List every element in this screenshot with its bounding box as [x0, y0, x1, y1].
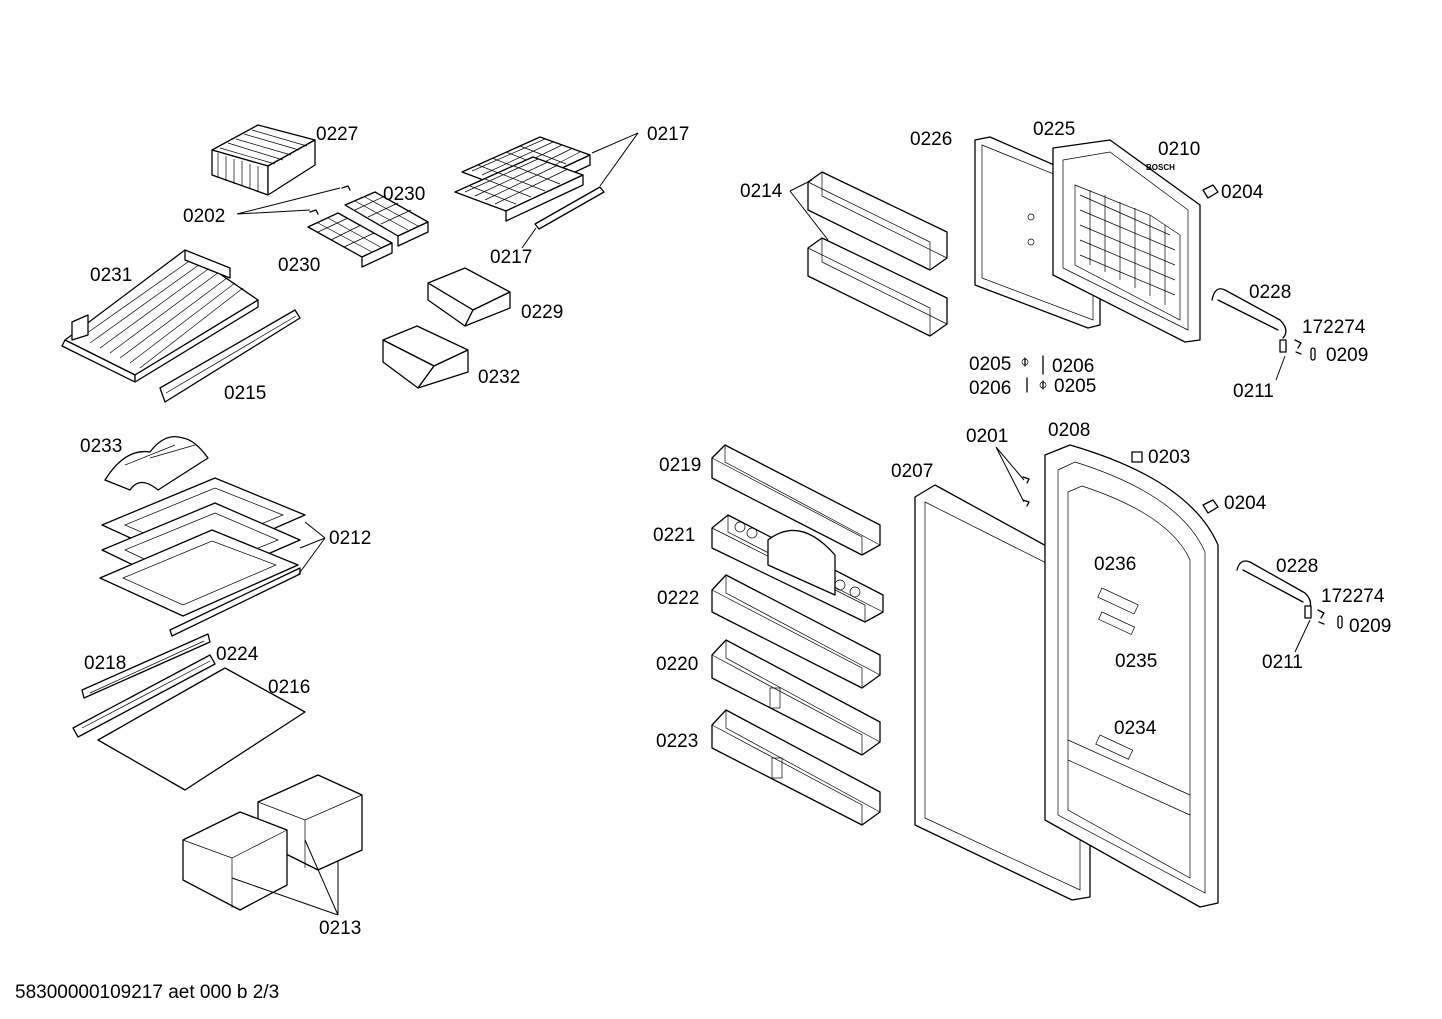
- label-0218: 0218: [84, 653, 126, 674]
- label-0206-a: 0206: [1052, 356, 1094, 377]
- label-0208: 0208: [1048, 420, 1090, 441]
- label-0214: 0214: [740, 181, 783, 202]
- part-0229-drawing: [427, 267, 511, 327]
- label-0213: 0213: [319, 918, 361, 939]
- label-0225: 0225: [1033, 119, 1075, 140]
- part-labels: 0227 0217 0202 0230 0230 0217 0231 0229 …: [15, 119, 1391, 1003]
- label-0206-b: 0206: [969, 378, 1011, 399]
- label-0204-a: 0204: [1221, 182, 1264, 203]
- part-0204a-drawing: [1202, 184, 1219, 199]
- label-0212: 0212: [329, 528, 371, 549]
- label-0229: 0229: [521, 302, 563, 323]
- label-0211-a: 0211: [1233, 381, 1274, 402]
- label-0207: 0207: [891, 461, 933, 482]
- part-0223-drawing: [711, 709, 881, 826]
- part-0204b-drawing: [1202, 499, 1219, 514]
- label-0231: 0231: [90, 265, 132, 286]
- label-0217-a: 0217: [647, 124, 689, 145]
- label-0203: 0203: [1148, 447, 1190, 468]
- label-0234: 0234: [1114, 718, 1157, 739]
- part-0217-drawing: [454, 136, 605, 230]
- drawing-number-footer: 58300000109217 aet 000 b 2/3: [15, 982, 279, 1003]
- label-0227: 0227: [316, 124, 358, 145]
- label-0222: 0222: [657, 588, 699, 609]
- label-0217-b: 0217: [490, 247, 532, 268]
- part-0232-drawing: [382, 325, 469, 389]
- label-172274-b: 172274: [1321, 586, 1385, 607]
- label-0215: 0215: [224, 383, 266, 404]
- part-0227-drawing: [211, 124, 316, 196]
- part-0212-drawing: [99, 477, 306, 637]
- part-0213-drawing: [182, 774, 363, 911]
- part-0222-drawing: [711, 574, 881, 689]
- label-0230-b: 0230: [278, 255, 320, 276]
- label-0228-b: 0228: [1276, 556, 1318, 577]
- part-0215-drawing: [159, 309, 301, 403]
- label-0204-b: 0204: [1224, 493, 1267, 514]
- part-0201-drawing: [1022, 476, 1030, 507]
- part-0231-drawing: [61, 249, 259, 383]
- part-0228a-drawing: [1211, 288, 1287, 339]
- label-0209-a: 0209: [1326, 345, 1368, 366]
- part-0214-drawing: [807, 171, 948, 337]
- label-0205-a: 0205: [969, 354, 1011, 375]
- label-0226: 0226: [910, 129, 952, 150]
- label-0209-b: 0209: [1349, 616, 1391, 637]
- label-0219: 0219: [659, 455, 701, 476]
- part-0219-drawing: [711, 444, 881, 556]
- part-0207-drawing: [914, 484, 1091, 901]
- part-0202-drawing: [309, 185, 351, 215]
- label-0216: 0216: [268, 677, 310, 698]
- part-0205-0206-drawing: [1021, 355, 1047, 393]
- part-0220-drawing: [711, 639, 881, 756]
- part-0211a-drawing: [1279, 339, 1316, 361]
- label-0233: 0233: [80, 436, 122, 457]
- part-0233-drawing: [104, 435, 209, 491]
- label-172274-a: 172274: [1302, 317, 1366, 338]
- label-0201: 0201: [966, 426, 1008, 447]
- label-0210: 0210: [1158, 139, 1200, 160]
- label-0228-a: 0228: [1249, 282, 1291, 303]
- part-0224-drawing: [72, 654, 216, 738]
- label-0211-b: 0211: [1262, 652, 1303, 673]
- label-0232: 0232: [478, 367, 520, 388]
- part-0203-drawing: [1131, 451, 1143, 463]
- leader-lines: [231, 132, 1311, 916]
- label-0224: 0224: [216, 644, 259, 665]
- part-0225-drawing: [1052, 139, 1201, 343]
- label-0221: 0221: [653, 525, 695, 546]
- part-0216-drawing: [97, 667, 306, 791]
- part-0230-drawing: [307, 191, 429, 268]
- part-0218-drawing: [81, 633, 211, 699]
- part-0211b-drawing: [1304, 605, 1343, 629]
- label-0202: 0202: [183, 206, 225, 227]
- part-0208-drawing: [1044, 444, 1219, 908]
- brand-label: BOSCH: [1146, 163, 1175, 172]
- part-0221-drawing: [711, 514, 884, 623]
- label-0236: 0236: [1094, 554, 1136, 575]
- label-0235: 0235: [1115, 651, 1157, 672]
- label-0220: 0220: [656, 654, 698, 675]
- label-0230-a: 0230: [383, 184, 425, 205]
- label-0205-b: 0205: [1054, 376, 1096, 397]
- label-0223: 0223: [656, 731, 698, 752]
